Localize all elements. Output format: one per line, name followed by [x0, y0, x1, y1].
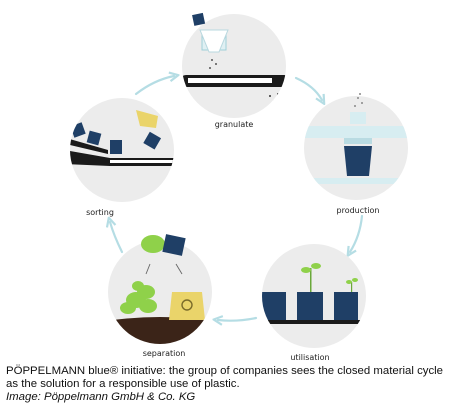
stage-production: production	[304, 93, 408, 215]
pot-icon	[297, 292, 323, 322]
stage-sorting: sorting	[70, 98, 174, 217]
arrow-sorting-to-granulate	[134, 76, 174, 96]
arrow-production-to-utilisation	[350, 214, 364, 252]
pot-icon	[143, 131, 162, 150]
caption-text: PÖPPELMANN blue® initiative: the group o…	[6, 365, 444, 390]
seedling-icon	[301, 263, 358, 292]
plant-in-pot-icon	[141, 234, 186, 256]
recycle-icon	[181, 299, 193, 311]
pot-icon	[334, 292, 358, 322]
label-utilisation: utilisation	[290, 353, 329, 360]
funnel-icon	[199, 29, 229, 53]
stage-granulate: granulate	[182, 12, 286, 129]
granulate-circle	[182, 14, 286, 118]
pot-icon	[110, 140, 122, 154]
soil-icon	[108, 317, 212, 344]
label-granulate: granulate	[215, 120, 254, 129]
falling-granules-icon	[209, 59, 217, 69]
tray-icon	[262, 320, 366, 324]
image-credit: Image: Pöppelmann GmbH & Co. KG	[6, 391, 196, 403]
machine-plate-icon	[304, 126, 408, 138]
arrow-utilisation-to-separation	[218, 318, 258, 321]
granule-feed-icon	[354, 93, 363, 107]
yellow-bag-icon	[136, 110, 158, 128]
pot-icon	[86, 130, 102, 146]
arrow-separation-to-sorting	[110, 222, 124, 254]
label-sorting: sorting	[86, 208, 114, 217]
sorting-chute-icon	[70, 138, 108, 154]
label-separation: separation	[143, 349, 186, 358]
cycle-arrows	[110, 76, 364, 321]
stage-separation: separation	[108, 234, 212, 358]
stage-utilisation: utilisation	[262, 244, 366, 360]
arrow-granulate-to-production	[294, 76, 322, 100]
label-production: production	[337, 206, 380, 215]
pot-icon	[262, 292, 286, 322]
plant-icon	[120, 281, 157, 314]
material-cycle-diagram: granulate production	[70, 12, 408, 360]
caption: PÖPPELMANN blue® initiative: the group o…	[6, 365, 454, 404]
falling-pot-icon	[192, 12, 206, 26]
produced-pot-icon	[344, 146, 372, 176]
compost-bag-icon	[169, 292, 205, 320]
